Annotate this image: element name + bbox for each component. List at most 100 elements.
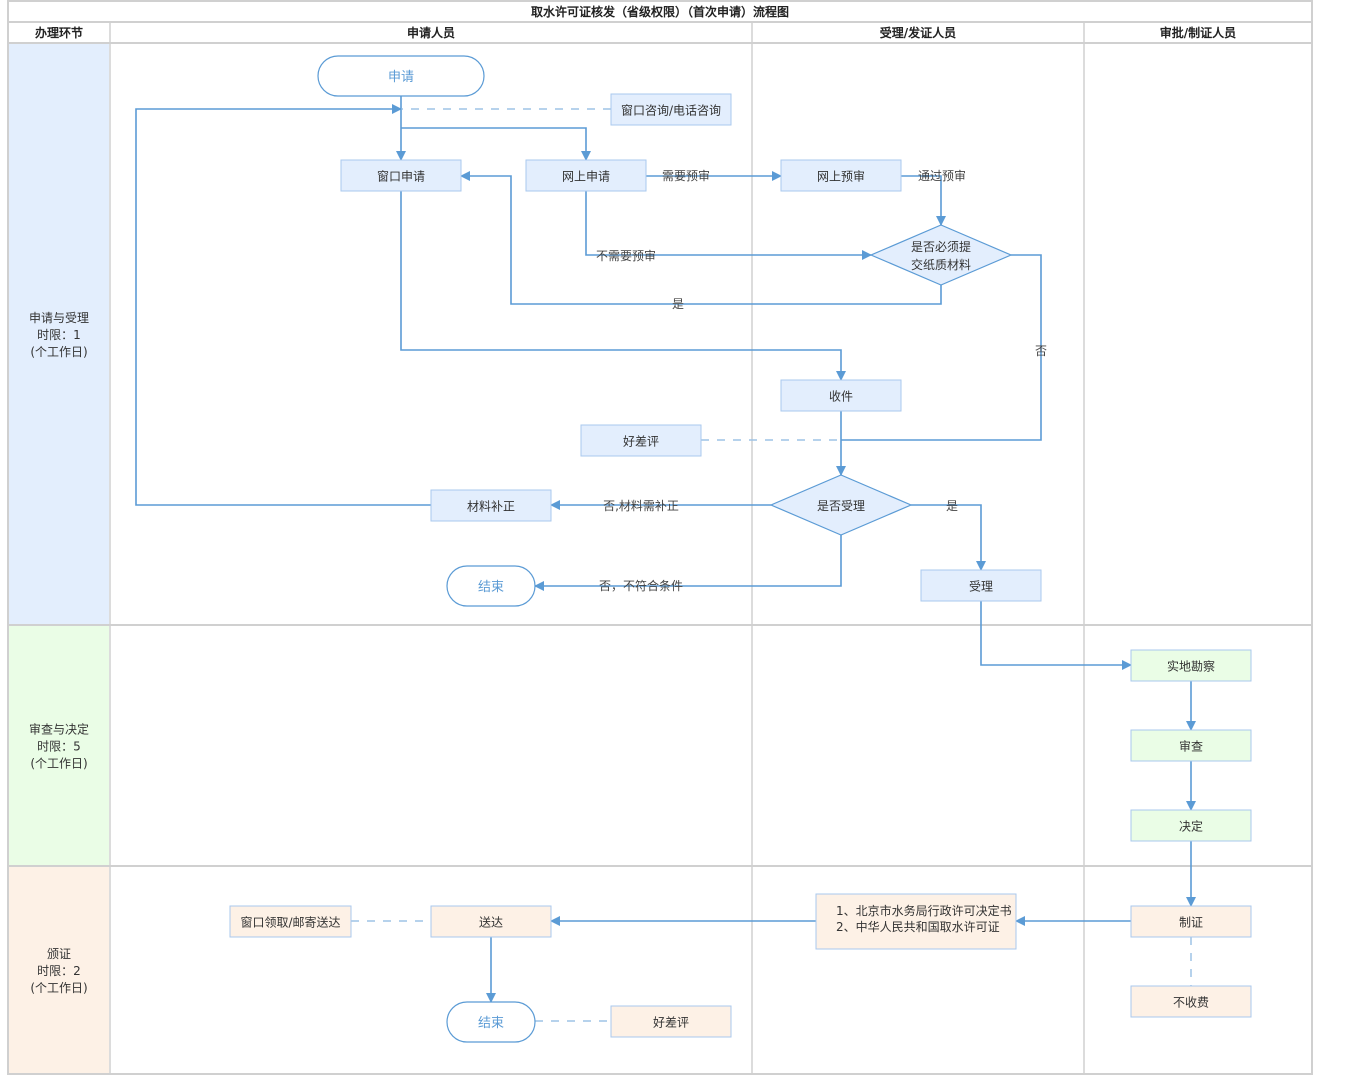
phase-label-line: 时限：2 (37, 964, 81, 978)
process-shape (430, 489, 552, 522)
node-accept[interactable]: 受理 (920, 569, 1042, 602)
edge-label: 通过预审 (918, 168, 966, 183)
process-shape (1130, 729, 1252, 762)
diagram-title: 取水许可证核发（省级权限）（首次申请）流程图 (531, 4, 789, 19)
process-shape (1130, 809, 1252, 842)
process-shape (340, 159, 462, 192)
node-accept-decision[interactable]: 是否受理 (769, 474, 913, 536)
edge-window-receive (400, 191, 846, 381)
process-shape (815, 893, 1017, 950)
table-grid (7, 0, 1313, 1075)
node-label: 2、中华人民共和国取水许可证 (836, 919, 1000, 934)
node-start[interactable]: 申请 (317, 55, 485, 97)
node-supplement[interactable]: 材料补正 (430, 489, 552, 522)
node-label: 结束 (478, 1016, 504, 1031)
process-shape (525, 159, 647, 192)
process-shape (610, 1005, 732, 1038)
phase-cell-bg (9, 44, 109, 624)
phase-label-line: 时限：5 (37, 740, 81, 754)
edge-label: 不需要预审 (596, 248, 656, 263)
edge-label: 否，不符合条件 (599, 578, 683, 593)
node-decide[interactable]: 决定 (1130, 809, 1252, 842)
node-end2[interactable]: 结束 (446, 1001, 536, 1043)
phase-label-line: 申请与受理 (29, 311, 89, 325)
node-label: 窗口申请 (377, 170, 425, 184)
edge-label: 是 (946, 499, 958, 513)
frame (7, 0, 1313, 1075)
node-label: 好差评 (623, 435, 659, 449)
decision-shape (869, 224, 1013, 286)
decision-shape (769, 474, 913, 536)
nodes-layer: 申请窗口咨询/电话咨询窗口申请网上申请网上预审是否必须提交纸质材料收件好差评是否… (229, 55, 1252, 1043)
process-shape (580, 424, 702, 457)
process-shape (920, 569, 1042, 602)
node-label: 好差评 (653, 1016, 689, 1030)
node-label: 1、北京市水务局行政许可决定书 (836, 903, 1012, 918)
node-window-apply[interactable]: 窗口申请 (340, 159, 462, 192)
edge-label: 需要预审 (662, 168, 710, 183)
phase-label-line: (个工作日) (30, 981, 87, 995)
edge-supplement-loop (135, 104, 431, 506)
node-survey[interactable]: 实地勘察 (1130, 649, 1252, 682)
column-header-approver: 审批/制证人员 (1160, 25, 1236, 40)
terminal-shape (317, 55, 485, 97)
edge-decision-accept (911, 504, 986, 571)
terminal-shape (446, 1001, 536, 1043)
node-label: 网上申请 (562, 170, 610, 184)
node-review[interactable]: 审查 (1130, 729, 1252, 762)
node-label: 申请 (388, 70, 414, 85)
node-receive[interactable]: 收件 (780, 379, 902, 412)
edge-paper-window (460, 171, 942, 305)
column-header-acceptor: 受理/发证人员 (880, 25, 956, 40)
node-label: 收件 (829, 390, 853, 404)
process-shape (1130, 905, 1252, 938)
process-shape (430, 905, 552, 938)
node-make-cert[interactable]: 制证 (1130, 905, 1252, 938)
process-shape (1130, 649, 1252, 682)
node-label: 实地勘察 (1167, 659, 1215, 674)
node-label: 不收费 (1173, 996, 1209, 1010)
node-no-fee[interactable]: 不收费 (1130, 985, 1252, 1018)
process-shape (780, 379, 902, 412)
node-label: 是否必须提 (911, 239, 971, 254)
phase-label-line: (个工作日) (30, 345, 87, 359)
phase-cell-bg (9, 867, 109, 1073)
edge-start-online (401, 127, 591, 161)
phase-label-line: 颁证 (47, 946, 71, 961)
node-end1[interactable]: 结束 (446, 565, 536, 607)
edge-online-paper (585, 191, 872, 260)
edge-label: 否,材料需补正 (603, 499, 679, 513)
phase-cell-bg (9, 626, 109, 865)
node-consult[interactable]: 窗口咨询/电话咨询 (610, 93, 732, 126)
phase-label-line: 审查与决定 (29, 722, 89, 737)
process-shape (1130, 985, 1252, 1018)
node-label: 结束 (478, 580, 504, 595)
node-label: 受理 (969, 580, 993, 594)
node-label: 网上预审 (817, 169, 865, 184)
node-pickup[interactable]: 窗口领取/邮寄送达 (229, 905, 352, 938)
edge-label: 是 (672, 297, 684, 311)
node-label: 审查 (1179, 739, 1203, 754)
process-shape (780, 159, 902, 192)
edge-labels-layer: 需要预审通过预审不需要预审是否否,材料需补正否，不符合条件是 (596, 168, 1047, 593)
node-label: 是否受理 (817, 499, 865, 513)
node-online-precheck[interactable]: 网上预审 (780, 159, 902, 192)
edge-label: 否 (1035, 344, 1047, 358)
edge-paper-accept (841, 254, 1042, 441)
column-header-phase: 办理环节 (35, 25, 83, 40)
column-header-applicant: 申请人员 (407, 25, 455, 40)
node-deliver[interactable]: 送达 (430, 905, 552, 938)
node-rating1[interactable]: 好差评 (580, 424, 702, 457)
node-online-apply[interactable]: 网上申请 (525, 159, 647, 192)
phase-label-line: (个工作日) (30, 757, 87, 771)
phase-label-line: 时限：1 (37, 328, 81, 342)
node-rating2[interactable]: 好差评 (610, 1005, 732, 1038)
edge-decision-end (534, 535, 842, 591)
edges-layer (135, 96, 1196, 1022)
